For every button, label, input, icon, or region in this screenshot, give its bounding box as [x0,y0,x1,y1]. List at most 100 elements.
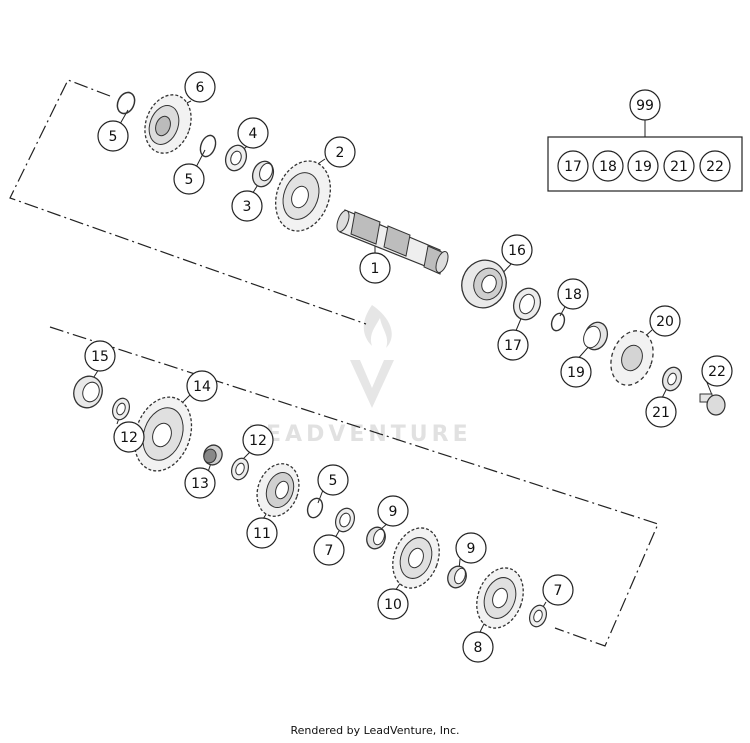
leadventure-watermark: LEADVENTURE [248,305,472,447]
callout-label: 22 [708,364,726,380]
main-shaft-part [336,209,449,275]
callout-label: 10 [384,597,402,613]
bolt-part [699,393,726,416]
callout-part-11[interactable]: 11 [246,517,278,549]
circlip-part [306,497,324,519]
callout-kit-item[interactable]: 19 [627,150,659,182]
callout-label: 19 [634,159,652,175]
callout-part-5[interactable]: 5 [173,163,205,195]
washer-part [661,366,683,392]
bushing-part [251,160,275,188]
callout-label: 21 [670,159,688,175]
gear-part [256,463,300,517]
callout-kit-99[interactable]: 99 [629,89,661,121]
callout-label: 6 [196,80,205,96]
callout-part-12[interactable]: 12 [242,424,274,456]
callout-label: 17 [564,159,582,175]
callout-part-20[interactable]: 20 [649,305,681,337]
callout-part-18[interactable]: 18 [557,278,589,310]
callout-part-9[interactable]: 9 [455,532,487,564]
callout-part-6[interactable]: 6 [184,71,216,103]
callout-part-15[interactable]: 15 [84,340,116,372]
gear-part [144,94,192,154]
callout-part-21[interactable]: 21 [645,396,677,428]
callout-part-2[interactable]: 2 [324,136,356,168]
bearing-part [461,259,507,309]
assembly-boundary [9,79,659,647]
callout-label: 12 [249,433,267,449]
callout-part-4[interactable]: 4 [237,117,269,149]
spacer-part [583,321,609,351]
callout-label: 18 [599,159,617,175]
gear-part [476,567,524,629]
circlip-part [116,91,136,115]
washer-part [528,604,548,628]
o-ring-part [550,312,566,332]
callout-label: 18 [564,287,582,303]
callout-kit-item[interactable]: 18 [592,150,624,182]
callout-label: 3 [243,199,252,215]
callout-part-10[interactable]: 10 [377,588,409,620]
callout-part-14[interactable]: 14 [186,370,218,402]
bushing-part [366,526,386,550]
callout-part-16[interactable]: 16 [501,234,533,266]
callout-label: 99 [636,98,654,114]
callout-part-9[interactable]: 9 [377,495,409,527]
washer-part [230,457,250,481]
seal-part [512,287,542,321]
callout-label: 8 [474,640,483,656]
callout-label: 7 [554,583,563,599]
callout-label: 7 [325,543,334,559]
callout-label: 4 [249,126,258,142]
callout-part-8[interactable]: 8 [462,631,494,663]
callout-kit-item[interactable]: 17 [557,150,589,182]
callout-label: 11 [253,526,271,542]
needle-bearing-part [203,444,223,466]
callout-part-13[interactable]: 13 [184,467,216,499]
callout-label: 5 [185,172,194,188]
bearing-part [73,375,103,409]
kit-99-group: 99 17 18 19 21 22 [547,89,743,192]
callout-part-5[interactable]: 5 [97,120,129,152]
watermark-text: LEADVENTURE [248,422,472,447]
callout-kit-item[interactable]: 22 [699,150,731,182]
callout-label: 14 [193,379,211,395]
callout-part-1[interactable]: 1 [359,252,391,284]
callout-label: 15 [91,349,109,365]
callout-label: 9 [389,504,398,520]
callout-label: 5 [109,129,118,145]
callout-label: 22 [706,159,724,175]
callout-part-7[interactable]: 7 [542,574,574,606]
callout-label: 21 [652,405,670,421]
callout-part-17[interactable]: 17 [497,329,529,361]
bushing-part [447,565,467,589]
washer-part [224,144,248,172]
callout-part-19[interactable]: 19 [560,356,592,388]
callout-part-22[interactable]: 22 [701,355,733,387]
gear-part [392,527,440,589]
gear-part [133,396,193,472]
callout-label: 2 [336,145,345,161]
sprocket-part [610,330,654,386]
callout-label: 19 [567,365,585,381]
part-callouts: 6 5 4 5 3 2 1 16 17 18 20 19 22 21 15 14… [84,71,733,663]
callout-part-5[interactable]: 5 [317,464,349,496]
callout-label: 5 [329,473,338,489]
gear-part [274,160,332,232]
callout-label: 1 [371,261,380,277]
washer-part [199,134,217,158]
callout-part-3[interactable]: 3 [231,190,263,222]
washer-part [111,397,131,421]
washer-part [334,507,356,533]
callout-label: 16 [508,243,526,259]
callout-label: 13 [191,476,209,492]
callout-kit-item[interactable]: 21 [663,150,695,182]
footer-credit: Rendered by LeadVenture, Inc. [290,724,460,737]
callout-part-7[interactable]: 7 [313,534,345,566]
callout-label: 12 [120,430,138,446]
callout-part-12[interactable]: 12 [113,421,145,453]
callout-label: 9 [467,541,476,557]
callout-label: 17 [504,338,522,354]
